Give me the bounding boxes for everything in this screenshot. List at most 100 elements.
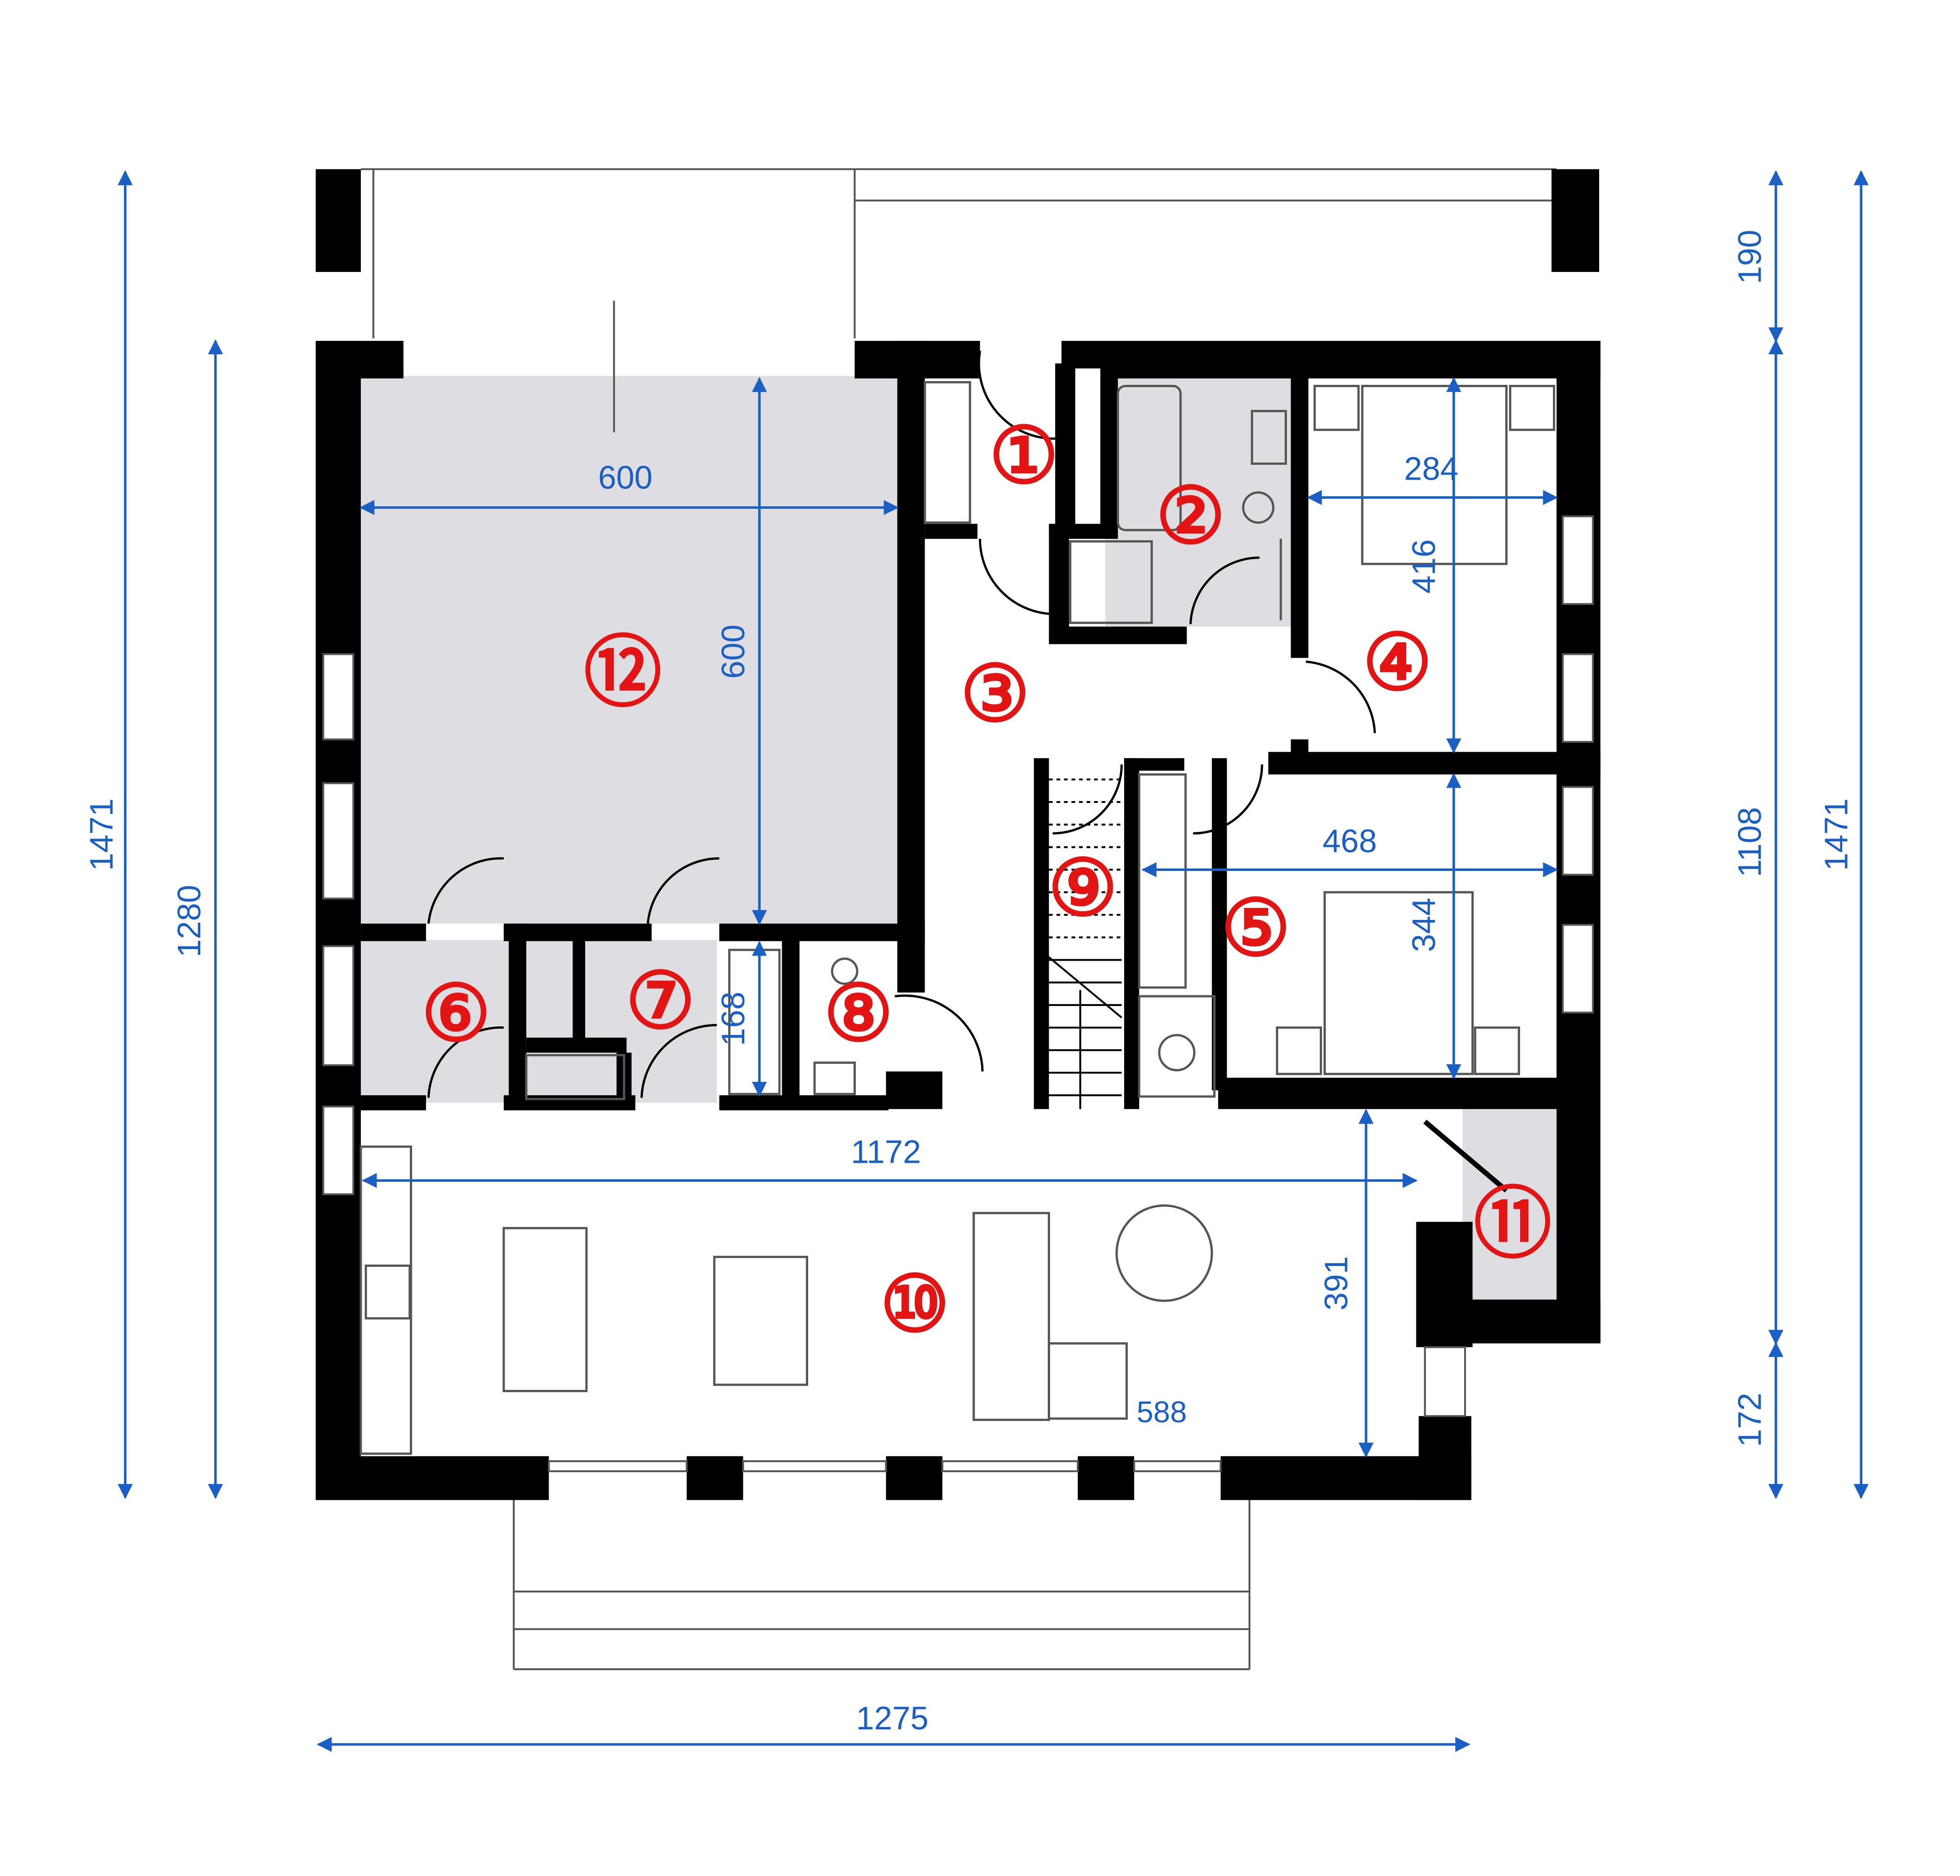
room-3-label: ③	[960, 652, 1030, 738]
shaded-areas	[361, 376, 1557, 1300]
door-entry-lower	[979, 539, 1056, 616]
wall-bath-right	[1291, 363, 1309, 658]
dim-168: 168	[715, 992, 751, 1046]
window-left-1	[322, 653, 354, 741]
window-right-4	[1562, 924, 1594, 1014]
wall-top-right	[1103, 340, 1601, 379]
room-labels: ① ② ③ ④ ⑤ ⑥ ⑦ ⑧ ⑨ ⑩ ⑪ ⑫	[421, 413, 1552, 1348]
wall-bath-bottom	[1049, 626, 1187, 644]
kitchen-hob	[365, 1265, 411, 1320]
door-6-lower	[427, 1026, 504, 1098]
wall-left-outer	[315, 340, 361, 1500]
window-bottom-2	[742, 1460, 887, 1472]
storage-7-floor	[508, 940, 717, 1103]
window-right-2	[1562, 653, 1594, 743]
door-6-upper	[427, 857, 504, 924]
wall-b5-bottom	[1218, 1078, 1563, 1109]
door-11-leaf	[1423, 1119, 1508, 1193]
window-right-1	[1562, 515, 1594, 605]
door-7-upper	[647, 857, 719, 924]
wall-entry-right	[1055, 363, 1076, 526]
kitchen-island	[502, 1227, 588, 1392]
door-8	[894, 994, 984, 1072]
nightstand-4-left	[1313, 385, 1360, 431]
wall-storage-bottom-left	[361, 1095, 426, 1111]
garage-floor	[361, 376, 900, 924]
sink-8	[813, 1061, 856, 1095]
bed-5	[1323, 891, 1474, 1075]
wall-bottom-pier-3	[1077, 1456, 1134, 1500]
room-2-label: ②	[1156, 474, 1225, 560]
terrace-pillar-left	[315, 169, 361, 272]
wall-storage-top-mid	[503, 923, 652, 941]
dim-416: 416	[1405, 539, 1442, 594]
room-6-label: ⑥	[421, 971, 491, 1057]
door-7-lower	[640, 1024, 717, 1098]
window-bottom-1	[548, 1460, 688, 1472]
wall-bottom-pier-1	[686, 1456, 743, 1500]
wall-garage-right	[897, 340, 925, 993]
room-7-label: ⑦	[625, 959, 695, 1045]
dim-1471-left: 1471	[83, 798, 120, 871]
toilet-bath	[1242, 491, 1274, 524]
window-left-2	[322, 782, 354, 900]
dimension-labels: 1275 1471 1280 190 1108 172 1471 600 600…	[83, 230, 1855, 1736]
bathtub	[1117, 385, 1182, 531]
coffee-table	[1115, 1204, 1213, 1302]
dim-600-depth: 600	[715, 624, 751, 679]
window-right-lower	[1424, 1346, 1466, 1417]
room-11-label: ⑪	[1474, 1182, 1552, 1268]
room-1-label: ①	[989, 413, 1059, 500]
sink-bath	[1251, 410, 1287, 465]
washer-drum	[1158, 1034, 1196, 1072]
doors	[427, 351, 1508, 1193]
dim-1172: 1172	[851, 1133, 921, 1170]
terrace	[361, 168, 1557, 1670]
room-9-label: ⑨	[1048, 846, 1118, 932]
wall-shower-left	[1049, 524, 1069, 643]
door-bedroom4	[1305, 660, 1376, 734]
window-bottom-3	[941, 1460, 1079, 1472]
wall-bath-left	[1100, 363, 1118, 533]
wall-bedrooms-divider	[1268, 752, 1601, 775]
room-8-label: ⑧	[823, 971, 893, 1057]
nightstand-4-right	[1509, 385, 1555, 431]
kitchen-counter	[359, 1145, 412, 1455]
dim-1108: 1108	[1731, 807, 1768, 877]
wall-11-bottom	[1462, 1299, 1601, 1344]
window-left-3	[322, 945, 354, 1067]
wall-7-left	[508, 923, 526, 1109]
shower	[1069, 540, 1153, 624]
wall-storage-bottom-mid	[503, 1095, 636, 1111]
dim-1275: 1275	[856, 1700, 928, 1736]
dim-600-width: 600	[598, 459, 653, 496]
wall-bottom-left	[315, 1456, 549, 1500]
nightstand-5-left	[1276, 1026, 1322, 1075]
door-stairs	[1052, 764, 1123, 835]
sofa	[972, 1212, 1050, 1421]
dim-172: 172	[1731, 1393, 1768, 1447]
dim-588: 588	[1137, 1395, 1187, 1429]
wall-storage-top-right	[719, 923, 925, 941]
dim-1471-right: 1471	[1818, 798, 1854, 871]
wall-top-left	[315, 340, 404, 379]
wardrobe-9	[1138, 773, 1187, 989]
storage-7-shelf	[525, 1054, 625, 1100]
toilet-8	[831, 957, 859, 985]
wall-storage-top-left	[361, 923, 426, 941]
wall-stair-inner	[1124, 758, 1139, 1109]
dim-468: 468	[1323, 822, 1377, 859]
door-bedroom5	[1193, 764, 1263, 835]
dim-391: 391	[1317, 1256, 1354, 1311]
closet-entry	[923, 381, 971, 524]
wall-closet-bottom	[925, 524, 978, 539]
door-entry-upper	[977, 351, 1056, 440]
room-4-label: ④	[1362, 620, 1432, 706]
window-left-4	[322, 1105, 354, 1196]
bed-4	[1361, 385, 1508, 565]
wall-7-cab-left	[572, 940, 586, 1040]
dim-284: 284	[1404, 450, 1459, 487]
furniture	[359, 381, 1555, 1455]
room-5-label: ⑤	[1221, 886, 1291, 972]
